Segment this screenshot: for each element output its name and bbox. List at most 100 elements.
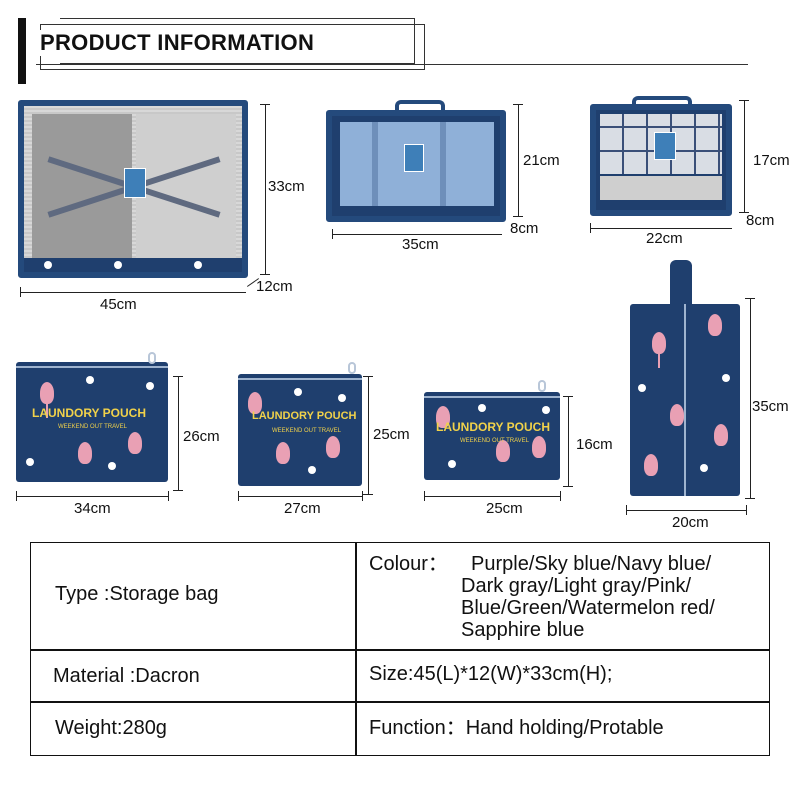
flower-dot xyxy=(108,462,116,470)
brand-tag xyxy=(654,132,676,160)
shoe-bag-handle xyxy=(670,260,692,310)
dim-label-width: 34cm xyxy=(74,500,111,517)
dim-tick xyxy=(16,491,17,501)
spec-weight: Weight:280g xyxy=(55,717,167,739)
dim-line-width xyxy=(20,292,246,293)
bag-bottom-trim xyxy=(596,200,726,210)
flamingo-print xyxy=(714,424,728,446)
flamingo-print xyxy=(78,442,92,464)
dim-label-width: 25cm xyxy=(486,500,523,517)
brand-tag xyxy=(404,144,424,172)
dim-label-height: 26cm xyxy=(183,428,220,445)
dim-tick xyxy=(563,486,573,487)
spec-colour-line: Sapphire blue xyxy=(461,619,585,641)
dim-line-height xyxy=(265,104,266,274)
dim-tick xyxy=(363,376,373,377)
header-underline xyxy=(36,64,748,65)
flower-dot xyxy=(448,460,456,468)
flower-dot xyxy=(338,394,346,402)
dim-label-height: 21cm xyxy=(523,152,560,169)
dim-tick xyxy=(739,100,749,101)
flower-dot xyxy=(542,406,550,414)
dim-line-width xyxy=(424,496,560,497)
dim-tick xyxy=(173,376,183,377)
dim-tick xyxy=(626,505,627,515)
flamingo-print xyxy=(532,436,546,458)
dim-tick xyxy=(332,229,333,239)
flower-dot xyxy=(146,382,154,390)
dim-label-width: 35cm xyxy=(402,236,439,253)
flamingo-print xyxy=(652,332,666,354)
pouch-large-image: LAUNDORY POUCH WEEKEND OUT TRAVEL xyxy=(16,362,168,482)
dim-tick xyxy=(745,498,755,499)
dim-tick xyxy=(746,505,747,515)
zipper-pull xyxy=(538,380,546,392)
zipper-line xyxy=(16,366,168,368)
table-divider-horizontal xyxy=(31,701,769,703)
dim-label-depth: 8cm xyxy=(510,220,539,237)
bag-large-image xyxy=(18,100,248,278)
header-frame-front xyxy=(60,18,415,64)
zipper-line xyxy=(238,378,362,380)
dim-label-height: 33cm xyxy=(268,178,305,195)
flower-dot xyxy=(478,404,486,412)
dim-label-height: 16cm xyxy=(576,436,613,453)
dim-line-width xyxy=(238,496,362,497)
dim-tick xyxy=(260,274,270,275)
flamingo-print xyxy=(436,406,450,428)
flamingo-print xyxy=(326,436,340,458)
dim-label-width: 27cm xyxy=(284,500,321,517)
zipper-line xyxy=(424,396,560,398)
dim-tick xyxy=(173,490,183,491)
dim-label-depth: 12cm xyxy=(256,278,293,295)
pouch-print-subtext: WEEKEND OUT TRAVEL xyxy=(460,438,530,444)
dim-tick xyxy=(363,494,373,495)
pouch-small-image: LAUNDORY POUCH WEEKEND OUT TRAVEL xyxy=(424,392,560,480)
shirt-placket xyxy=(440,122,446,212)
dim-tick xyxy=(513,104,523,105)
spec-material: Material :Dacron xyxy=(53,665,200,687)
pouch-print-text: LAUNDORY POUCH xyxy=(252,410,357,422)
shirt-placket xyxy=(372,122,378,212)
zipper-line xyxy=(684,304,686,496)
dim-line-height xyxy=(518,104,519,216)
dim-line-width xyxy=(626,510,746,511)
flamingo-print xyxy=(40,382,54,404)
spec-function: Function：Hand holding/Protable xyxy=(369,717,664,739)
header-accent-bar xyxy=(18,18,26,84)
dim-label-width: 20cm xyxy=(672,514,709,531)
dim-tick xyxy=(513,216,523,217)
flower-dot xyxy=(308,466,316,474)
dim-label-width: 45cm xyxy=(100,296,137,313)
flower-dot xyxy=(638,384,646,392)
dim-label-depth: 8cm xyxy=(746,212,775,229)
dim-tick xyxy=(362,491,363,501)
dim-tick xyxy=(260,104,270,105)
flower-dot xyxy=(700,464,708,472)
spec-colour-line: Purple/Sky blue/Navy blue/ xyxy=(471,553,712,575)
pouch-print-subtext: WEEKEND OUT TRAVEL xyxy=(58,424,128,430)
spec-type: Type :Storage bag xyxy=(55,583,219,605)
spec-colour-label: Colour： xyxy=(369,553,448,575)
bag-handle xyxy=(395,100,445,114)
dim-line-height xyxy=(750,298,751,498)
brand-tag xyxy=(124,168,146,198)
flower-dot xyxy=(86,376,94,384)
bag-bottom-trim xyxy=(24,258,242,272)
dim-line-height xyxy=(368,376,369,494)
pouch-print-subtext: WEEKEND OUT TRAVEL xyxy=(272,428,342,434)
spec-colour-line: Dark gray/Light gray/Pink/ xyxy=(461,575,692,597)
flower-dot xyxy=(194,261,202,269)
dim-label-height: 35cm xyxy=(752,398,789,415)
spec-colour-line: Blue/Green/Watermelon red/ xyxy=(461,597,715,619)
flower-dot xyxy=(722,374,730,382)
pouch-medium-image: LAUNDORY POUCH WEEKEND OUT TRAVEL xyxy=(238,374,362,486)
dim-tick xyxy=(739,212,749,213)
flamingo-leg xyxy=(46,404,48,418)
dim-label-height: 25cm xyxy=(373,426,410,443)
dim-tick xyxy=(745,298,755,299)
dim-tick xyxy=(20,287,21,297)
page-title: PRODUCT INFORMATION xyxy=(40,30,321,56)
bag-small-image xyxy=(590,104,732,216)
dim-line-width xyxy=(590,228,732,229)
